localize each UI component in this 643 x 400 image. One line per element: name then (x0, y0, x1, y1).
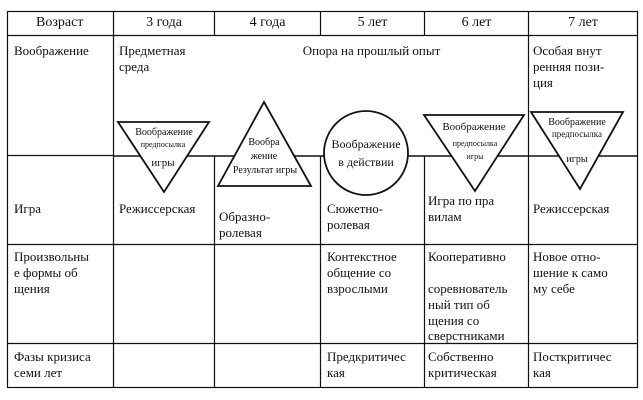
comm-age5-line3: взрослыми (327, 281, 388, 296)
shape-age4-text3: Результат игры (232, 165, 298, 176)
row-label-communication-line1: Произвольны (14, 249, 89, 264)
shape-age3-text2: предпосылка (140, 140, 186, 149)
shape-age6-text1: Воображение (442, 121, 506, 133)
crisis-age6-line1: Собственно (428, 349, 494, 364)
imagination-age7-line2: ренняя пози- (533, 59, 605, 74)
comm-age5-line2: общение со (327, 265, 392, 280)
comm-age7-line2: шение к само (533, 265, 608, 280)
header-6: 6 лет (461, 15, 492, 30)
crisis-age7-line2: кая (533, 365, 551, 380)
shape-age4-triangle-up (216, 100, 313, 187)
header-age: Возраст (36, 15, 84, 30)
header-7: 7 лет (568, 15, 598, 30)
shape-age3-text1: Воображение (135, 127, 193, 138)
imagination-span-4-6: Опора на прошлый опыт (302, 43, 441, 58)
game-age5-line1: Сюжетно- (327, 201, 384, 216)
header-5: 5 лет (357, 15, 388, 30)
game-age5-line2: ролевая (327, 217, 370, 232)
comm-age5-line1: Контекстное (327, 249, 397, 264)
shape-age6-text3: игры (466, 152, 484, 161)
comm-age6-line3: щения со (428, 313, 480, 328)
game-age6-line1: Игра по пра (428, 193, 495, 208)
crisis-age7-line1: Посткритичес (533, 349, 612, 364)
comm-age6-line1: соревнователь (428, 281, 508, 296)
game-age7: Режиссерская (533, 201, 610, 216)
row-label-crisis-line1: Фазы кризиса (14, 349, 91, 364)
crisis-age6-line2: критическая (428, 365, 497, 380)
shape-age4-text2: жение (250, 151, 278, 162)
imagination-age7-line1: Особая внут (533, 43, 602, 58)
comm-age6-line2: ный тип об (428, 297, 490, 312)
shape-age7-text2: предпосылка (551, 129, 603, 139)
row-label-imagination: Воображение (14, 43, 89, 58)
row-label-crisis-line2: семи лет (14, 365, 63, 380)
imagination-age3-line2: среда (119, 59, 150, 74)
crisis-age5-line1: Предкритичес (327, 349, 406, 364)
shape-age3-text3: игры (151, 157, 175, 169)
comm-age7-line3: му себе (533, 281, 575, 296)
row-label-game: Игра (14, 201, 41, 216)
shape-age5-text2: в действии (338, 155, 394, 169)
header-3: 3 года (146, 15, 182, 30)
shape-age6-text2: предпосылка (452, 139, 498, 148)
header-4: 4 года (249, 15, 286, 30)
row-label-communication-line3: щения (14, 281, 50, 296)
comm-age7-line1: Новое отно- (533, 249, 601, 264)
row-label-communication-line2: е формы об (14, 265, 78, 280)
imagination-age7-line3: ция (533, 75, 553, 90)
game-age3: Режиссерская (119, 201, 196, 216)
shape-age4-text1: Вообра (248, 137, 280, 148)
game-age4-line2: ролевая (219, 225, 262, 240)
shape-age7-text3: игры (566, 154, 588, 165)
crisis-age5-line2: кая (327, 365, 345, 380)
shape-age3-triangle-down (116, 121, 211, 194)
shape-age5-circle (323, 110, 409, 196)
imagination-age3-line1: Предметная (119, 43, 186, 58)
comm-age6-line4: сверстниками (428, 328, 505, 343)
shape-age7-triangle-down (529, 111, 625, 191)
game-age6-line2: вилам (428, 209, 462, 224)
shape-age5-text1: Воображение (331, 137, 401, 151)
shape-age7-text1: Воображение (548, 117, 606, 128)
game-age4-line1: Образно- (219, 209, 271, 224)
comm-age6-line0: Кооперативно (428, 249, 506, 264)
shape-age6-triangle-down (422, 114, 526, 193)
